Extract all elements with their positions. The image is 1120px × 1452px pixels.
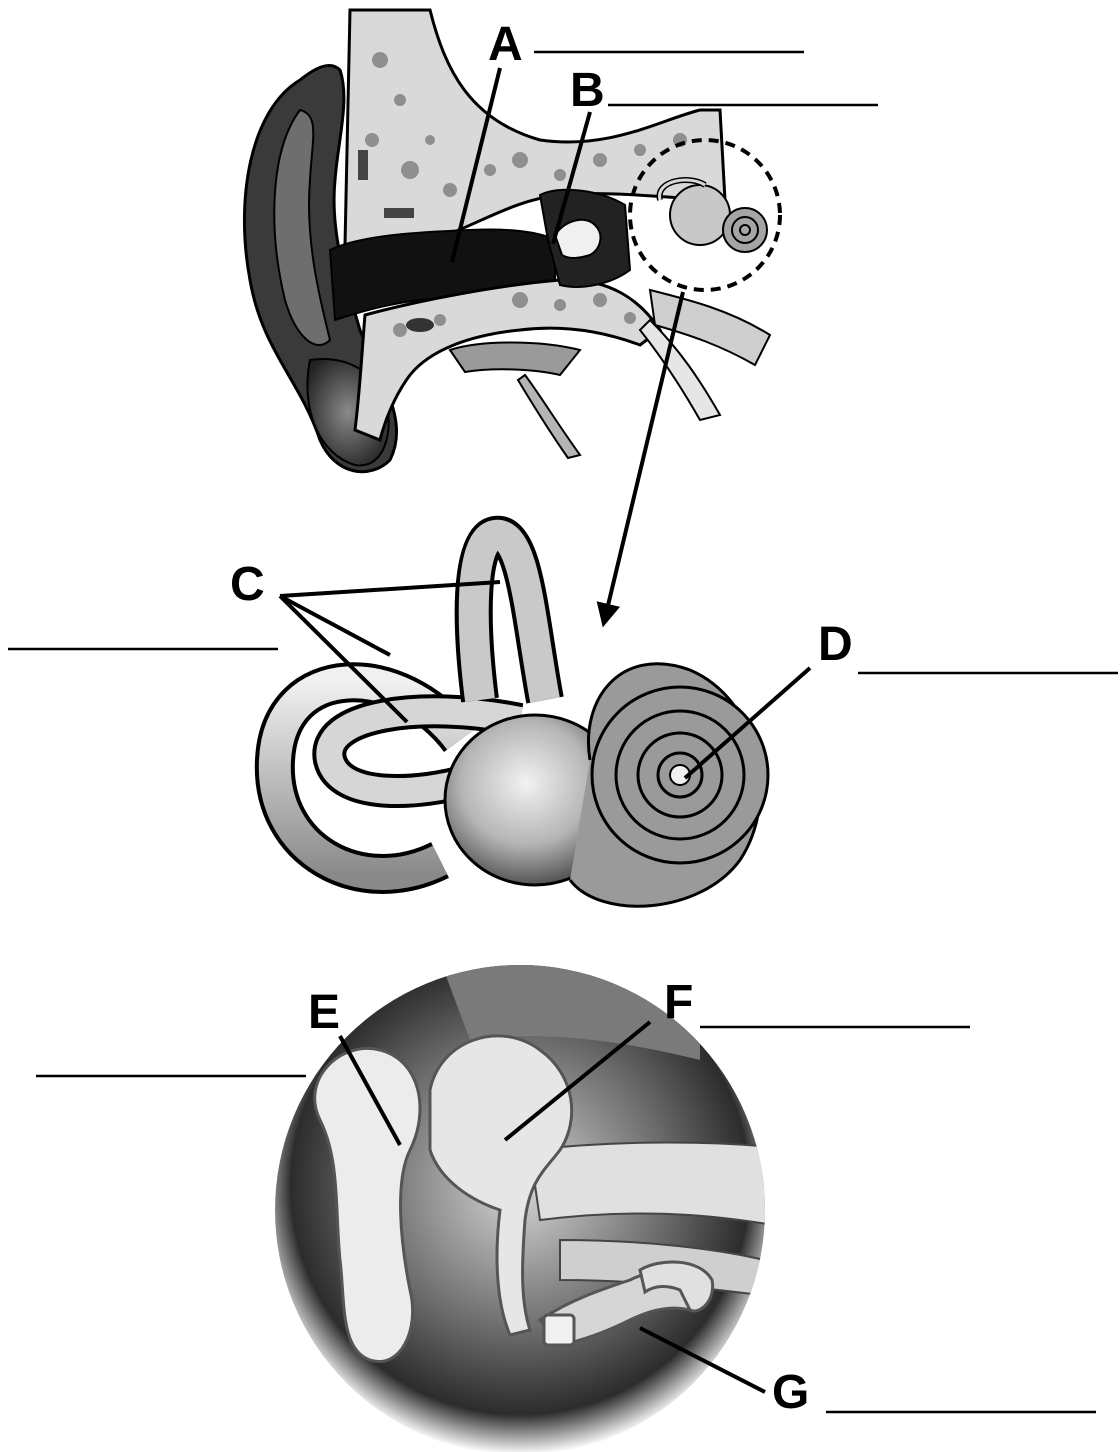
stapes-joint [544, 1315, 574, 1345]
label-f: F [664, 976, 693, 1029]
jaw-joint [450, 343, 580, 376]
bone-pore [406, 318, 434, 332]
leader-c-2 [280, 596, 390, 655]
label-d: D [818, 618, 853, 671]
ear-cross-section [244, 10, 780, 472]
styloid-process [518, 375, 580, 458]
label-g: G [772, 1366, 809, 1419]
label-a: A [488, 18, 523, 71]
bone-slot-2 [384, 208, 414, 218]
label-b: B [570, 64, 605, 117]
label-c: C [230, 558, 265, 611]
label-e: E [308, 986, 340, 1039]
bone-slot-1 [358, 150, 368, 180]
cochlea [570, 664, 768, 906]
